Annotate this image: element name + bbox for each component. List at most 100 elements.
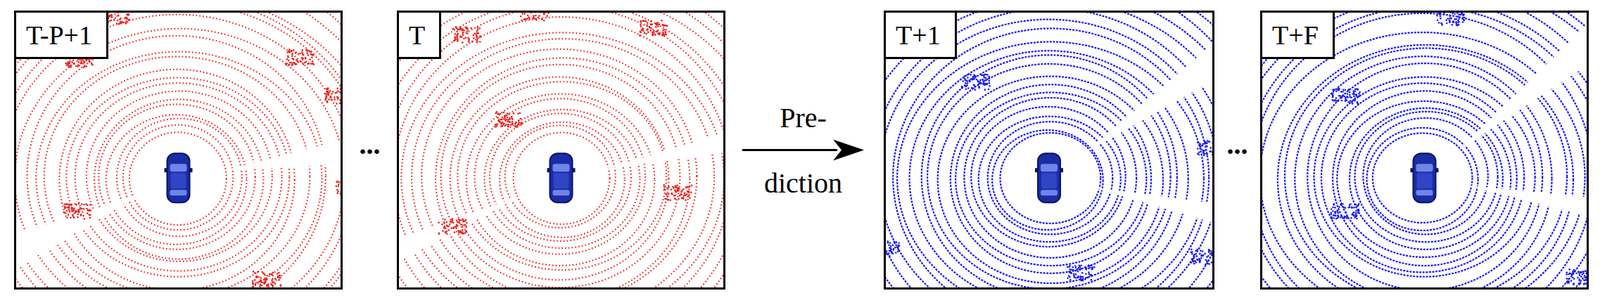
object-point bbox=[1198, 144, 1202, 147]
object-point bbox=[438, 232, 441, 236]
object-point bbox=[1077, 267, 1081, 270]
object-point bbox=[1357, 102, 1360, 105]
object-point bbox=[123, 16, 126, 19]
object-point bbox=[71, 204, 74, 207]
object-point bbox=[324, 92, 327, 95]
object-point bbox=[277, 272, 281, 275]
object-point bbox=[1355, 212, 1358, 215]
object-point bbox=[655, 26, 658, 29]
object-point bbox=[1200, 257, 1203, 260]
object-point bbox=[645, 24, 649, 27]
object-point bbox=[75, 210, 78, 213]
ellipsis: ... bbox=[359, 130, 381, 160]
scan-ring bbox=[885, 19, 1214, 289]
object-point bbox=[510, 123, 513, 126]
object-point bbox=[78, 211, 81, 214]
ellipsis: ... bbox=[1227, 130, 1249, 160]
object-point bbox=[1334, 212, 1337, 215]
object-point bbox=[1069, 279, 1072, 282]
occlusion-shadow bbox=[1090, 187, 1214, 289]
object-point bbox=[338, 91, 341, 94]
object-point bbox=[893, 242, 896, 245]
object-point bbox=[1070, 268, 1073, 271]
scan-ring bbox=[1000, 132, 1102, 224]
object-point bbox=[1330, 216, 1333, 219]
scan-ring bbox=[885, 11, 1214, 289]
object-point bbox=[966, 76, 969, 79]
object-point bbox=[969, 73, 972, 76]
object-point bbox=[1072, 269, 1075, 272]
blind-zone bbox=[1004, 135, 1095, 221]
scan-ring bbox=[489, 113, 632, 242]
scan-ring bbox=[885, 11, 1214, 289]
object-point bbox=[1341, 90, 1344, 93]
object-point bbox=[1436, 14, 1439, 17]
object-point bbox=[477, 28, 480, 31]
object-point bbox=[271, 285, 274, 288]
object-point bbox=[113, 16, 117, 19]
object-point bbox=[462, 220, 465, 224]
object-point bbox=[1357, 95, 1361, 98]
object-point bbox=[1076, 268, 1079, 271]
object-point bbox=[511, 122, 514, 125]
object-point bbox=[1462, 14, 1465, 17]
object-point bbox=[119, 17, 122, 20]
object-point bbox=[287, 64, 290, 67]
object-point bbox=[1201, 144, 1204, 147]
object-point bbox=[666, 187, 669, 190]
object-point bbox=[897, 249, 900, 252]
scan-ring bbox=[885, 11, 1214, 289]
object-point bbox=[1353, 206, 1356, 209]
object-point bbox=[304, 57, 307, 60]
object-point bbox=[1203, 141, 1206, 144]
object-point bbox=[453, 231, 456, 234]
object-point bbox=[118, 23, 121, 26]
scan-ring bbox=[474, 98, 646, 255]
object-point bbox=[1196, 152, 1199, 155]
object-point bbox=[119, 21, 122, 24]
object-point bbox=[1571, 277, 1574, 280]
object-point bbox=[1091, 266, 1094, 269]
scan-ring bbox=[15, 11, 342, 289]
object-point bbox=[496, 116, 499, 119]
object-point bbox=[294, 52, 297, 55]
scan-ring bbox=[1261, 11, 1588, 289]
object-point bbox=[1355, 218, 1358, 221]
object-point bbox=[80, 61, 83, 65]
object-point bbox=[456, 221, 459, 224]
object-point bbox=[1202, 255, 1205, 258]
object-point bbox=[128, 18, 131, 21]
object-point bbox=[897, 251, 900, 254]
object-point bbox=[987, 75, 990, 79]
scan-ring bbox=[116, 118, 243, 237]
object-point bbox=[326, 101, 329, 104]
object-point bbox=[1355, 93, 1358, 96]
scan-ring bbox=[1372, 132, 1473, 224]
object-point bbox=[476, 41, 479, 44]
ego-car bbox=[164, 153, 193, 203]
object-point bbox=[291, 54, 294, 57]
object-point bbox=[310, 56, 314, 59]
object-point bbox=[287, 59, 290, 62]
object-point bbox=[1338, 206, 1341, 209]
object-point bbox=[1343, 216, 1346, 219]
object-point bbox=[514, 123, 517, 126]
scan-ring bbox=[1261, 13, 1588, 289]
object-point bbox=[113, 18, 116, 22]
object-point bbox=[1068, 268, 1071, 271]
object-point bbox=[895, 241, 898, 244]
object-point bbox=[264, 280, 267, 283]
frame-panel: T-P+1 bbox=[14, 10, 343, 290]
object-point bbox=[966, 80, 969, 83]
object-point bbox=[327, 94, 330, 97]
object-point bbox=[985, 77, 988, 80]
object-point bbox=[658, 33, 661, 36]
object-point bbox=[452, 28, 455, 31]
object-point bbox=[1353, 215, 1356, 218]
object-point bbox=[662, 33, 665, 36]
occlusion-shadow bbox=[1466, 185, 1588, 289]
object-point bbox=[73, 62, 76, 65]
object-point bbox=[968, 79, 971, 82]
object-point bbox=[75, 211, 78, 214]
